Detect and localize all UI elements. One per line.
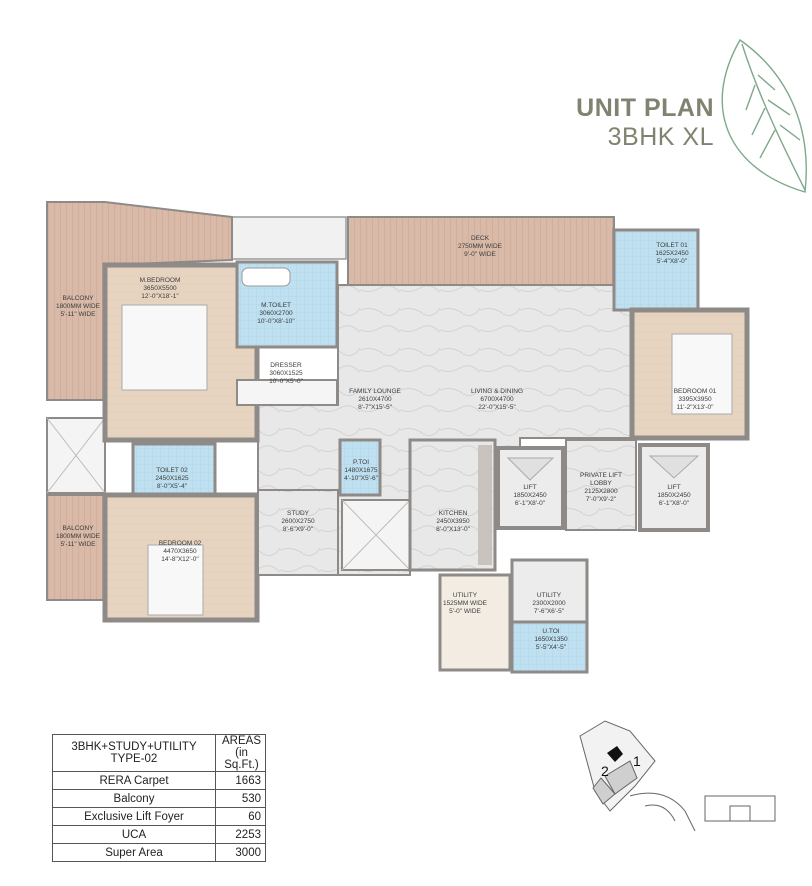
keyplan-building [704, 795, 776, 822]
study [257, 489, 339, 576]
bed-02 [147, 544, 204, 616]
toilet-01 [612, 228, 700, 312]
keyplan-unit-1 [604, 760, 638, 795]
keyplan-label-1: 1 [633, 753, 641, 769]
private-lobby [565, 439, 637, 531]
title-line-1: UNIT PLAN [576, 94, 714, 122]
bathtub [241, 267, 291, 287]
keyplan-unit-2 [592, 777, 616, 805]
p-toilet [338, 438, 382, 497]
dresser [236, 379, 338, 406]
lift-right [638, 443, 710, 532]
unit-plan-title: UNIT PLAN 3BHK XL [576, 94, 714, 152]
toilet-02 [131, 442, 217, 496]
keyplan-label-2: 2 [601, 763, 609, 779]
utility-wide [438, 573, 512, 672]
u-toilet [510, 620, 589, 674]
bed [121, 304, 208, 391]
keyplan-highlight [607, 746, 623, 762]
utility [510, 558, 589, 624]
glass-balcony [231, 216, 347, 260]
leaf-icon [721, 38, 807, 193]
key-plan: 1 2 [579, 720, 776, 832]
title-line-2: 3BHK XL [607, 123, 714, 151]
areas-header: AREAS(in Sq.Ft.) [215, 734, 266, 772]
bed-01 [671, 333, 733, 415]
kitchen-counter [478, 445, 492, 565]
